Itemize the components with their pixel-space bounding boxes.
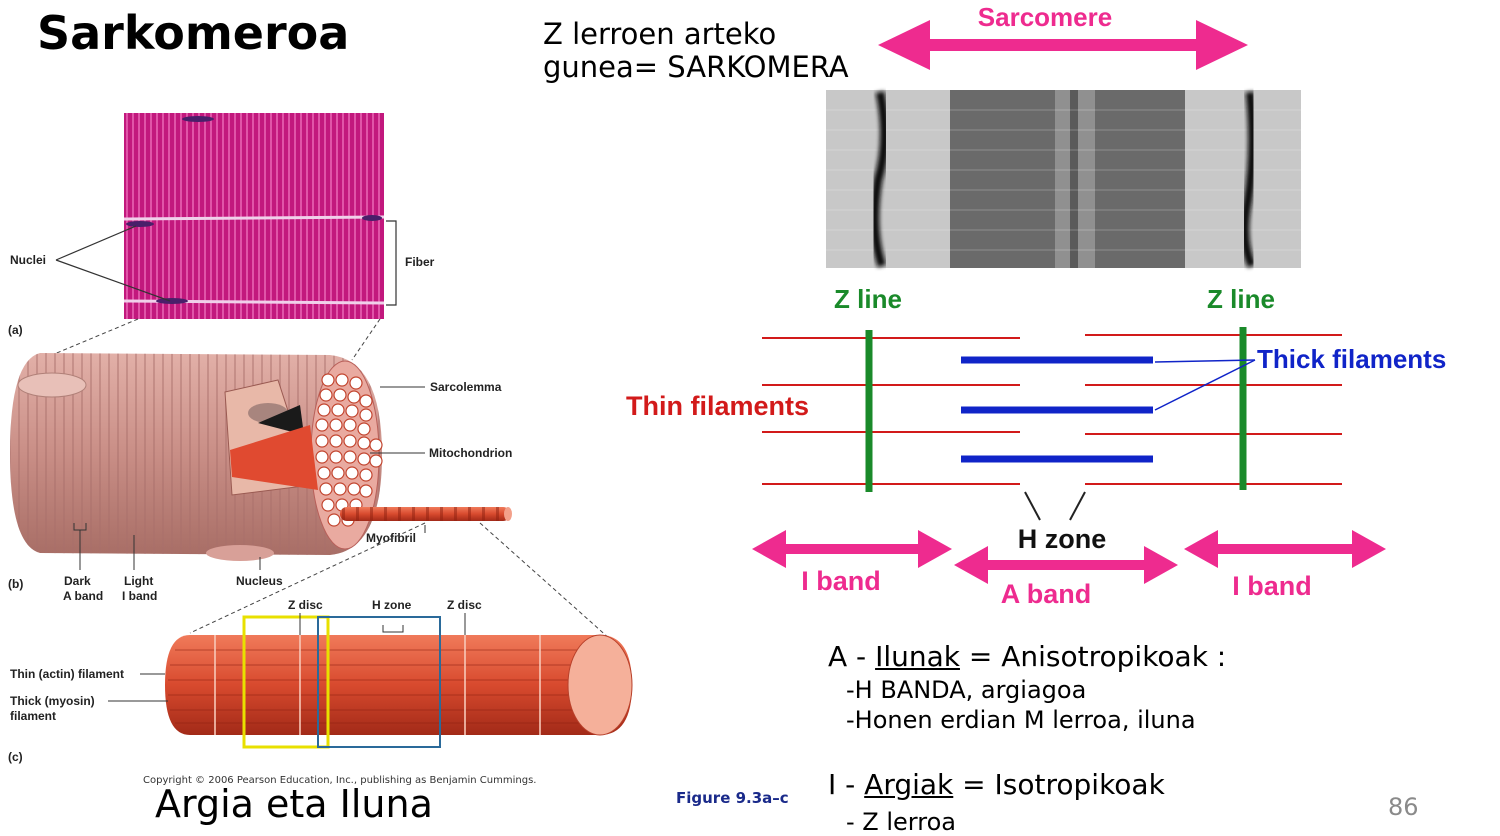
sarcomere-micrograph [826, 90, 1301, 268]
sarcomere-label: Sarcomere [978, 2, 1112, 32]
i-term: Argiak [864, 768, 954, 801]
band-arrows [752, 530, 1386, 584]
sarcomere-diagram: Sarcomere Z [626, 2, 1446, 609]
mitochondrion-label: Mitochondrion [429, 446, 512, 460]
z-line-right-label: Z line [1207, 284, 1275, 314]
i-band-note: I - Argiak = Isotropikoak [828, 768, 1165, 801]
light-label: Light [124, 574, 153, 588]
nuclei-label: Nuclei [10, 253, 46, 267]
panel-b-fiber [10, 353, 512, 561]
a-prefix: A - [828, 640, 876, 673]
dark-label: Dark [64, 574, 91, 588]
page-title: Sarkomeroa [37, 6, 350, 60]
nucleus-label: Nucleus [236, 574, 283, 588]
panel-a-label: (a) [8, 323, 23, 337]
myofibril-label: Myofibril [366, 531, 416, 545]
z-disc-right-label: Z disc [447, 598, 482, 612]
a-term: Ilunak [875, 640, 960, 673]
a-note-line-1: -H BANDA, argiagoa [846, 676, 1087, 704]
i-band-left-label: I band [801, 566, 881, 596]
a-band-note: A - Ilunak = Anisotropikoak : [828, 640, 1226, 673]
page-number: 86 [1388, 793, 1419, 821]
sarcomere-arrow [878, 20, 1248, 70]
z-definition-line-1: Z lerroen arteko [543, 17, 777, 51]
i-note-line-1: - Z lerroa [846, 808, 956, 836]
thin-actin-filament-label: Thin (actin) filament [10, 667, 124, 681]
z-definition-line-2: gunea= SARKOMERA [543, 50, 849, 84]
panel-c-myofibril [165, 615, 633, 749]
h-zone-label-c: H zone [372, 598, 412, 612]
a-note-line-2: -Honen erdian M lerroa, iluna [846, 706, 1196, 734]
light-i-band-label: I band [122, 589, 157, 603]
thick-myosin-label-1: Thick (myosin) [10, 694, 95, 708]
sarcolemma-label: Sarcolemma [430, 380, 502, 394]
a-band-label: A band [1001, 579, 1092, 609]
figure-caption: Figure 9.3a–c [676, 789, 789, 807]
panel-c-label: (c) [8, 750, 23, 764]
panel-a-tissue [123, 113, 385, 319]
thick-filaments-label: Thick filaments [1257, 344, 1446, 374]
panel-b-label: (b) [8, 577, 23, 591]
z-disc-left-label: Z disc [288, 598, 323, 612]
z-line-definition: Z lerroen arteko gunea= SARKOMERA [543, 18, 849, 84]
i-rest: = Isotropikoak [953, 768, 1165, 801]
i-prefix: I - [828, 768, 865, 801]
a-rest: = Anisotropikoak : [959, 640, 1227, 673]
thick-myosin-label-2: filament [10, 709, 56, 723]
argia-eta-iluna: Argia eta Iluna [155, 782, 433, 826]
fiber-label: Fiber [405, 255, 435, 269]
copyright-text: Copyright © 2006 Pearson Education, Inc.… [143, 775, 537, 786]
dark-a-band-label: A band [63, 589, 103, 603]
i-band-right-label: I band [1232, 571, 1312, 601]
filament-schematic [762, 327, 1342, 521]
thin-filaments-label: Thin filaments [626, 391, 809, 421]
h-zone-label: H zone [1018, 524, 1107, 554]
muscle-structure-figure: Nuclei Fiber (a) Sarco [8, 113, 633, 764]
z-line-left-label: Z line [834, 284, 902, 314]
